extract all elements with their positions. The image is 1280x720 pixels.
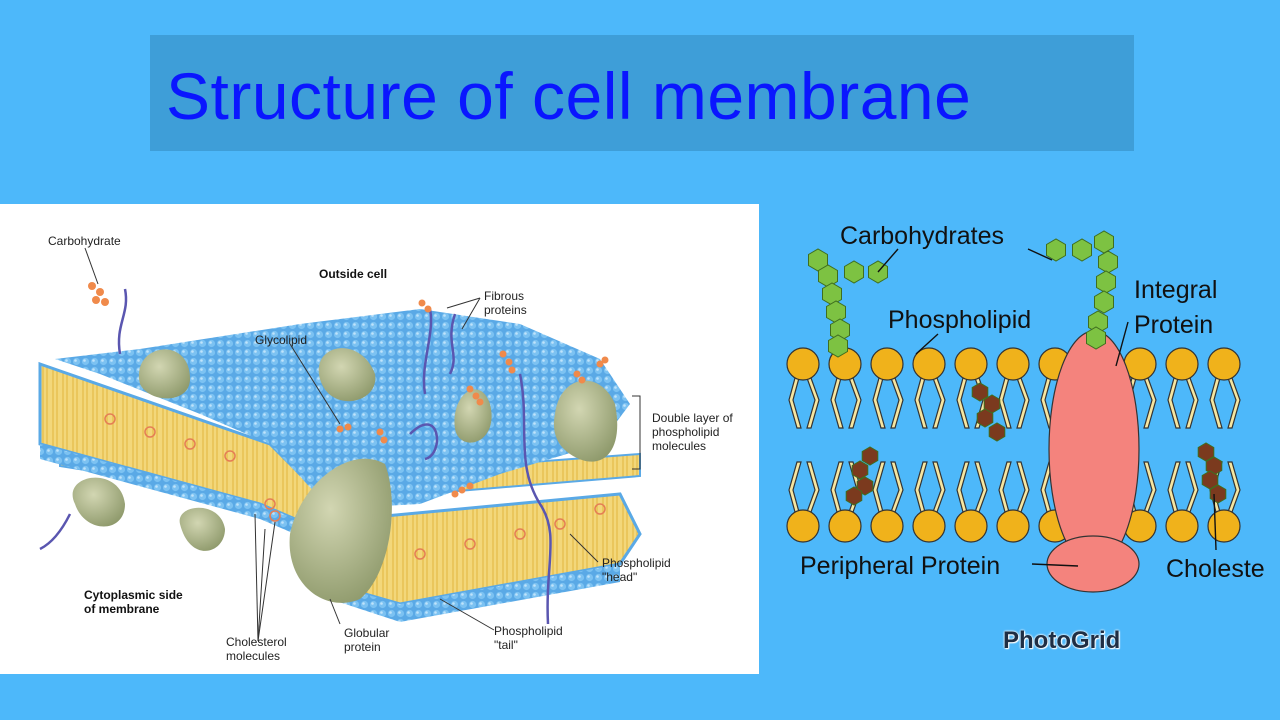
cholesterol-hex [976, 408, 994, 428]
label-peripheral-protein: Peripheral Protein [800, 552, 1001, 580]
leader-line [1213, 493, 1217, 551]
membrane-3d-illustration [38, 247, 642, 642]
phospholipid-head [1165, 347, 1199, 381]
phospholipid-tail [872, 377, 904, 429]
phospholipid-head [912, 347, 946, 381]
carbohydrate-hex [828, 334, 848, 358]
label-cytoplasmic-line1: Cytoplasmic side [84, 588, 183, 602]
carbohydrate-hex [826, 300, 846, 324]
label-globular-protein-line2: protein [344, 640, 381, 654]
label-phospholipid-tail-line2: "tail" [494, 638, 518, 652]
label-double-layer-line3: molecules [652, 439, 707, 453]
label-cholesterol-molecules: Cholesterol molecules [226, 635, 287, 663]
phospholipid-head [870, 347, 904, 381]
label-globular-protein-line1: Globular [344, 626, 390, 640]
phospholipid-tail [998, 461, 1030, 513]
cholesterol-hex [851, 460, 869, 480]
label-globular-protein: Globular protein [344, 626, 389, 654]
leader-line [1027, 248, 1053, 261]
carbohydrate-hex [844, 260, 864, 284]
label-fibrous-proteins-line2: proteins [484, 303, 527, 317]
carbohydrate-hex [1086, 326, 1106, 350]
carbohydrate-hex [822, 282, 842, 306]
phospholipid-tail [1167, 377, 1199, 429]
cholesterol-hex [845, 486, 863, 506]
label-fibrous-proteins-line1: Fibrous [484, 289, 525, 303]
phospholipid-head [1207, 347, 1241, 381]
cholesterol-hex [856, 476, 874, 496]
phospholipid-tail [1209, 377, 1241, 429]
label-glycolipid: Glycolipid [255, 333, 308, 347]
leader-line [1031, 563, 1079, 567]
carbohydrate-hex [1096, 270, 1116, 294]
cholesterol-hex [988, 422, 1006, 442]
cholesterol-hex [1201, 470, 1219, 490]
cholesterol-hex [971, 382, 989, 402]
phospholipid-head [786, 509, 820, 543]
photogrid-watermark: PhotoGrid [1003, 627, 1121, 654]
label-cytoplasmic-side: Cytoplasmic side of membrane [84, 588, 183, 616]
cholesterol-hex [861, 446, 879, 466]
leader-line [915, 333, 939, 355]
phospholipid-tail [788, 377, 820, 429]
label-phospholipid-head-line1: Phospholipid [602, 556, 671, 570]
cholesterol-hex [1197, 442, 1215, 462]
label-fibrous-proteins: Fibrous proteins [484, 289, 527, 317]
leader-line [1115, 321, 1129, 367]
label-phospholipid-tail-line1: Phospholipid [494, 624, 563, 638]
label-double-layer-line1: Double layer of [652, 411, 733, 425]
label-phospholipid-tail: Phospholipid "tail" [494, 624, 563, 652]
phospholipid-head [996, 347, 1030, 381]
label-double-layer: Double layer of phospholipid molecules [652, 411, 733, 453]
label-cholesterol-line1: Cholesterol [226, 635, 287, 649]
carbohydrate-hex [1072, 238, 1092, 262]
phospholipid-tail [788, 461, 820, 513]
page-title: Structure of cell membrane [166, 59, 972, 133]
phospholipid-tail [956, 461, 988, 513]
phospholipid-head [996, 509, 1030, 543]
phospholipid-tail [914, 377, 946, 429]
phospholipid-head [912, 509, 946, 543]
label-cytoplasmic-line2: of membrane [84, 602, 160, 616]
label-cholesterol-line2: molecules [226, 649, 281, 663]
carbohydrate-hex [1046, 238, 1066, 262]
title-banner [150, 35, 1134, 151]
label-phospholipid: Phospholipid [888, 306, 1032, 334]
label-cholesterol: Choleste [1166, 555, 1265, 583]
label-outside-cell: Outside cell [319, 267, 388, 281]
phospholipid-head [954, 509, 988, 543]
integral-protein [1048, 330, 1140, 568]
peripheral-protein [1046, 535, 1140, 593]
phospholipid-head [954, 347, 988, 381]
phospholipid-head [1165, 509, 1199, 543]
phospholipid-head [828, 509, 862, 543]
membrane-3d-diagram: Carbohydrate Outside cell Fibrous protei… [0, 204, 759, 674]
phospholipid-head [786, 347, 820, 381]
label-phospholipid-head: Phospholipid "head" [602, 556, 671, 584]
label-integral-protein-line2: Protein [1134, 311, 1214, 339]
phospholipid-tail [1167, 461, 1199, 513]
carbohydrate-hex [818, 264, 838, 288]
phospholipid-tail [914, 461, 946, 513]
phospholipid-head [1207, 509, 1241, 543]
carbohydrate-hex [1098, 250, 1118, 274]
carbohydrate-hex [1094, 230, 1114, 254]
label-carbohydrate: Carbohydrate [48, 234, 121, 248]
phospholipid-head [870, 509, 904, 543]
phospholipid-tail [872, 461, 904, 513]
cholesterol-hex [1209, 484, 1227, 504]
bilayer-schematic [786, 230, 1241, 593]
carbohydrate-hex [1094, 290, 1114, 314]
label-phospholipid-head-line2: "head" [602, 570, 638, 584]
label-double-layer-line2: phospholipid [652, 425, 720, 439]
label-carbohydrates: Carbohydrates [840, 222, 1004, 250]
label-integral-protein-line1: Integral [1134, 276, 1218, 304]
phospholipid-tail [998, 377, 1030, 429]
phospholipid-tail [830, 377, 862, 429]
membrane-schematic-diagram: Carbohydrates Integral Protein Phospholi… [770, 204, 1280, 674]
leader-line [877, 248, 899, 273]
